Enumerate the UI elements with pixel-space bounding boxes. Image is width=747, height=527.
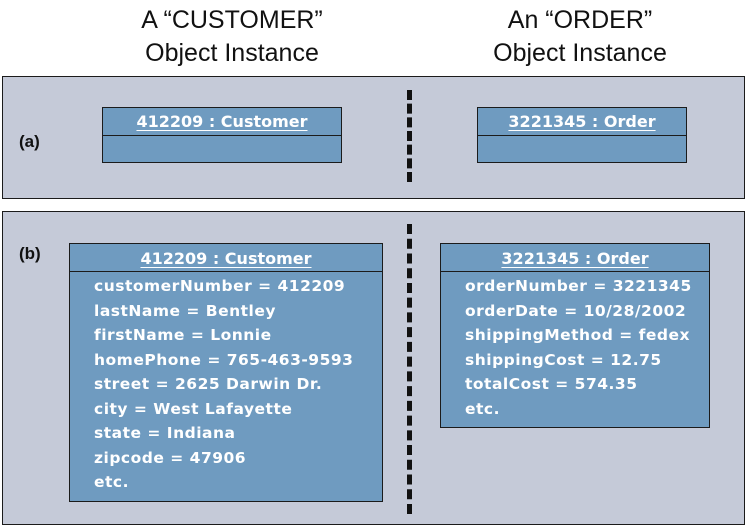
customer-attribute: state = Indiana [94, 424, 236, 442]
order-heading-line2: Object Instance [493, 39, 667, 67]
customer-attribute: zipcode = 47906 [94, 448, 247, 467]
order-instance-heading: An “ORDER” Object Instance [430, 4, 730, 70]
customer-attribute: lastName = Bentley [94, 301, 276, 320]
customer-heading-line1: A “CUSTOMER” [141, 6, 323, 34]
panel-a-label: (a) [19, 132, 40, 151]
order-attribute-list: orderNumber = 3221345 orderDate = 10/28/… [441, 272, 709, 421]
panel-b-label: (b) [19, 244, 41, 263]
order-heading-line1: An “ORDER” [507, 6, 653, 34]
order-attribute: totalCost = 574.35 [465, 375, 638, 393]
panel-b-divider [407, 224, 412, 514]
order-attribute: shippingMethod = fedex [465, 326, 690, 344]
customer-object-box-collapsed: 412209 : Customer [102, 107, 342, 163]
order-object-title-text: 3221345 : Order [501, 249, 649, 268]
customer-instance-heading: A “CUSTOMER” Object Instance [82, 4, 382, 70]
customer-object-title: 412209 : Customer [103, 108, 341, 136]
panel-b: (b) 412209 : Customer customerNumber = 4… [2, 211, 745, 525]
customer-attribute: street = 2625 Darwin Dr. [94, 375, 323, 393]
order-attribute: orderDate = 10/28/2002 [465, 301, 687, 320]
customer-attribute: homePhone = 765-463-9593 [94, 350, 354, 369]
customer-attribute: customerNumber = 412209 [94, 277, 346, 295]
order-object-title: 3221345 : Order [478, 108, 686, 136]
order-object-title-text: 3221345 : Order [508, 112, 656, 131]
order-attribute: orderNumber = 3221345 [465, 277, 692, 295]
customer-object-box-expanded: 412209 : Customer customerNumber = 41220… [69, 243, 383, 502]
customer-object-title: 412209 : Customer [70, 244, 382, 272]
customer-attribute: city = West Lafayette [94, 399, 293, 418]
customer-attribute: etc. [94, 473, 129, 491]
order-object-title: 3221345 : Order [441, 244, 709, 272]
order-attribute: etc. [465, 399, 500, 418]
order-object-box-collapsed: 3221345 : Order [477, 107, 687, 163]
panel-a: (a) 412209 : Customer 3221345 : Order [2, 76, 745, 199]
order-attribute: shippingCost = 12.75 [465, 350, 662, 369]
order-object-box-expanded: 3221345 : Order orderNumber = 3221345 or… [440, 243, 710, 428]
customer-attribute-list: customerNumber = 412209 lastName = Bentl… [70, 272, 382, 495]
customer-object-title-text: 412209 : Customer [136, 112, 308, 131]
panel-a-divider [407, 90, 412, 182]
customer-object-title-text: 412209 : Customer [140, 249, 312, 268]
customer-attribute: firstName = Lonnie [94, 326, 272, 344]
customer-heading-line2: Object Instance [145, 39, 319, 67]
